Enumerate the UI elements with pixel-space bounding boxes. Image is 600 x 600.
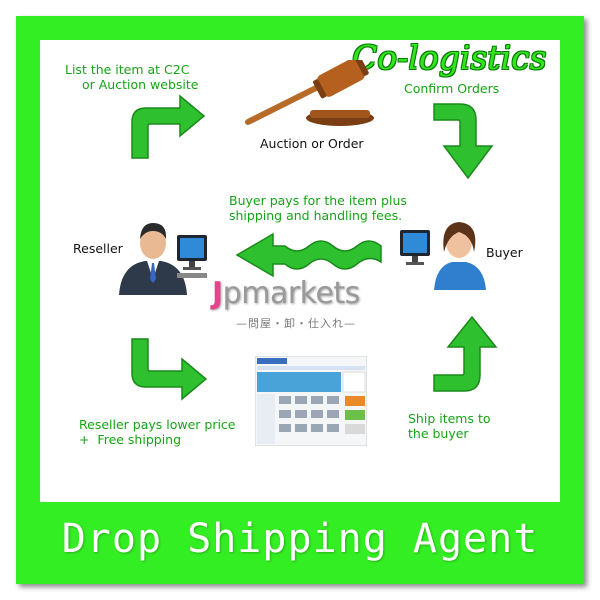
logo-j: J	[212, 276, 223, 311]
arrow-down-right-icon	[131, 338, 208, 401]
arrow-up-left-icon	[433, 315, 498, 392]
page-title: Drop Shipping Agent	[61, 516, 539, 562]
reseller-label: Reseller	[73, 241, 123, 256]
wavy-arrow-left-icon	[235, 232, 382, 278]
list-item-text-line1: List the item at C2C	[65, 62, 190, 77]
website-screenshot-image	[255, 356, 367, 446]
payment-text-line2: shipping and handling fees.	[229, 208, 403, 223]
ship-items-line1: Ship items to	[408, 411, 491, 426]
reseller-pays-line1: Reseller pays lower price	[79, 417, 236, 432]
arrow-right-down-icon	[433, 103, 494, 180]
buyer-person-icon	[400, 222, 486, 290]
reseller-pays-line2: + Free shipping	[79, 432, 182, 447]
auction-order-label: Auction or Order	[260, 136, 364, 151]
buyer-label: Buyer	[486, 245, 523, 260]
jpmarkets-logo: Jpmarkets	[212, 276, 360, 311]
confirm-orders-label: Confirm Orders	[404, 81, 500, 96]
list-item-text-line2: or Auction website	[82, 77, 199, 92]
payment-text-line1: Buyer pays for the item plus	[229, 193, 407, 208]
arrow-up-right-icon	[131, 94, 206, 159]
logo-rest: pmarkets	[222, 276, 361, 311]
logo-subtitle: —問屋・卸・仕入れ—	[236, 317, 356, 330]
reseller-person-icon	[119, 223, 207, 295]
ship-items-line2: the buyer	[408, 426, 469, 441]
gavel-icon	[245, 60, 374, 126]
brand-title: Co-logistics	[352, 38, 547, 77]
